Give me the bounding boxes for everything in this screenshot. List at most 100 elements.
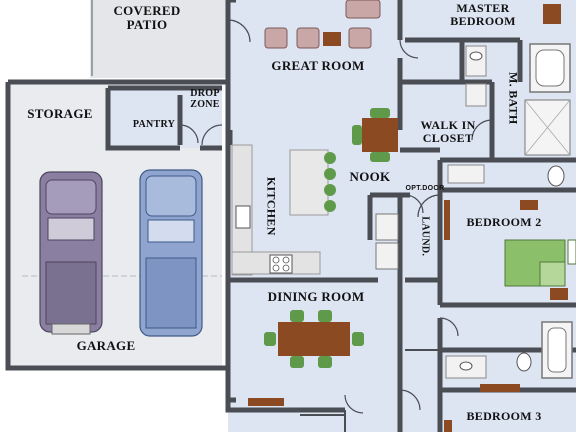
truck-right-bed	[145, 257, 197, 329]
dining-chair-n1	[290, 310, 304, 322]
label-bedroom-3: BEDROOM 3	[466, 409, 542, 423]
bath2-fixtures	[444, 321, 573, 432]
label-master-bedroom: MASTER BEDROOM	[450, 1, 516, 28]
burner-4	[282, 264, 290, 272]
burner-2	[282, 256, 290, 264]
dining-chair-n2	[318, 310, 332, 322]
truck-left	[39, 171, 103, 335]
great-room-furniture	[264, 0, 381, 49]
bedroom2-blanket	[539, 261, 566, 287]
nook-chair-s	[370, 152, 390, 162]
stool-4	[324, 200, 336, 212]
truck-left-bumper	[51, 323, 91, 335]
cooktop	[269, 254, 293, 274]
dining-chair-w	[264, 332, 276, 346]
sofa	[345, 0, 381, 19]
label-m-bath: M. BATH	[506, 72, 521, 125]
bedroom3-dresser	[480, 384, 520, 392]
master-suite	[447, 4, 571, 187]
label-covered-patio: COVERED PATIO	[113, 3, 181, 32]
nook-chair-n	[370, 108, 390, 118]
truck-left-bed	[45, 261, 97, 325]
bedroom2-desk	[520, 200, 538, 210]
pantry-west-wall	[105, 88, 180, 151]
patio-door-arc	[227, 19, 251, 43]
stool-3	[324, 184, 336, 196]
label-opt-door: OPT.DOOR	[405, 185, 445, 192]
bedroom2-dresser-edge	[444, 200, 450, 240]
truck-right-hood	[145, 175, 197, 217]
master-door-arc	[399, 39, 419, 59]
shower-diag-2	[524, 99, 571, 156]
truck-right-windshield	[147, 219, 195, 243]
doors	[179, 19, 493, 414]
buffet	[248, 398, 284, 406]
master-nightstand	[543, 4, 561, 24]
label-walk-in-closet: WALK IN CLOSET	[420, 118, 476, 145]
bedroom2-door-arc	[417, 194, 441, 218]
bedroom3-door-arc	[399, 389, 421, 411]
kitchen-island	[289, 149, 329, 216]
dining-table	[248, 310, 364, 406]
label-pantry: PANTRY	[132, 119, 176, 130]
label-storage: STORAGE	[27, 106, 93, 121]
nook-chair-w	[352, 125, 362, 145]
dining-chair-s1	[290, 356, 304, 368]
garage-west-wall	[5, 82, 228, 371]
armchair-1	[264, 27, 288, 49]
bath2-tub-basin	[547, 327, 567, 373]
label-nook: NOOK	[349, 169, 391, 184]
bedroom2-nightstand	[550, 288, 568, 300]
patio-floor	[90, 0, 228, 78]
burner-3	[272, 264, 280, 272]
kitchen-counters	[231, 144, 336, 276]
dining-corner	[225, 400, 242, 413]
label-garage: GARAGE	[76, 338, 136, 353]
dining-chair-e	[352, 332, 364, 346]
vanity	[465, 45, 487, 77]
label-kitchen: KITCHEN	[264, 176, 279, 236]
label-bedroom-2: BEDROOM 2	[466, 215, 542, 229]
truck-left-hood	[45, 179, 97, 215]
bedroom2-pillow	[567, 239, 576, 265]
opt-door-arc	[404, 194, 424, 214]
wic-door-arc	[471, 119, 493, 141]
label-great-room: GREAT ROOM	[271, 58, 365, 73]
burner-1	[272, 256, 280, 264]
dining-chair-s2	[318, 356, 332, 368]
nook-table-top	[362, 118, 398, 152]
bedroom2-furniture	[504, 200, 576, 300]
dryer	[375, 242, 399, 270]
pantry-door-arc	[179, 124, 199, 144]
label-dining-room: DINING ROOM	[267, 289, 365, 304]
label-drop-zone: DROP ZONE	[190, 88, 220, 110]
master-toilet	[547, 165, 565, 187]
dining-door-arc	[344, 394, 364, 414]
vanity-sink-1	[469, 51, 483, 61]
bath2-door-arc	[439, 317, 459, 337]
vanity-2	[465, 83, 487, 107]
bathtub-basin	[535, 49, 565, 87]
armchair-2	[296, 27, 320, 49]
garage-door-arc	[201, 124, 223, 146]
stool-1	[324, 152, 336, 164]
label-laund: LAUND.	[419, 216, 431, 257]
kitchen-sink	[235, 205, 251, 229]
bath2-toilet	[516, 352, 532, 372]
wic-shelf	[447, 164, 485, 184]
laundry-appliances	[375, 200, 450, 270]
bedroom3-nightstand	[444, 420, 452, 432]
side-table	[323, 32, 341, 46]
thin-walls	[300, 349, 440, 432]
armchair-3	[348, 27, 372, 49]
stool-2	[324, 168, 336, 180]
bath2-sink	[459, 361, 473, 371]
nook-table	[352, 108, 398, 162]
walls	[5, 0, 576, 432]
washer	[375, 213, 399, 241]
truck-left-windshield	[47, 217, 95, 241]
truck-right	[139, 169, 203, 337]
dining-table-top	[278, 322, 350, 356]
